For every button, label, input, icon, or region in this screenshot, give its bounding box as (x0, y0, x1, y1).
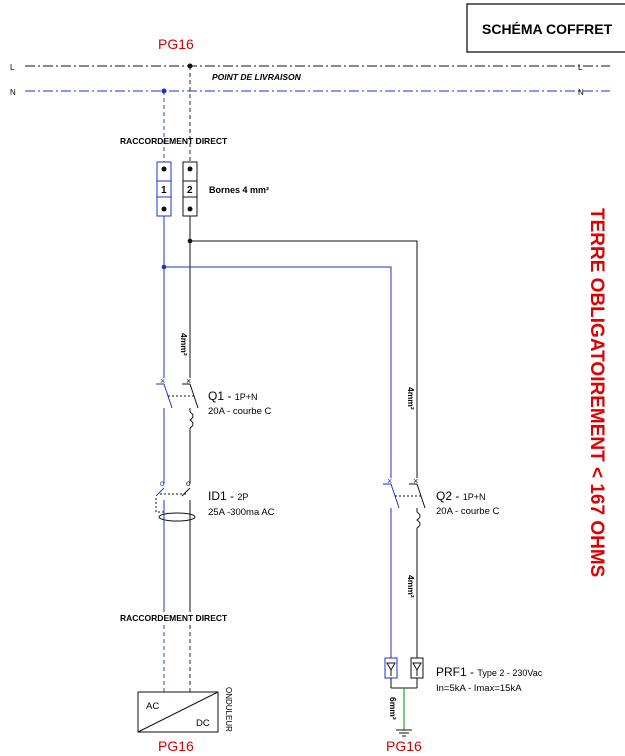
q1-name: Q1 - 1P+N (208, 389, 257, 403)
cable-earth-label: 6mm² (388, 697, 398, 720)
svg-text:×: × (186, 376, 191, 386)
terminal-1-screw-top (161, 166, 167, 172)
prf1-name: PRF1 - Type 2 - 230Vac (436, 665, 543, 679)
svg-text:o: o (160, 479, 165, 488)
onduleur-label: ONDULEUR (224, 687, 233, 732)
id1-differential-symbol: o o (155, 470, 196, 536)
line-n-label: N (10, 88, 16, 97)
title-box (466, 3, 625, 53)
phase-branch-wire (190, 240, 418, 478)
line-l-right-label: L (578, 63, 583, 72)
onduleur-ac-label: AC (146, 701, 159, 712)
svg-text:×: × (387, 476, 392, 486)
cable-2-label: 4mm² (406, 387, 416, 410)
terminal-1-screw-bottom (161, 206, 167, 212)
id1-name: ID1 - 2P (208, 489, 248, 503)
prf1-rating: In=5kA - Imax=15kA (436, 683, 522, 694)
q2-name: Q2 - 1P+N (436, 489, 485, 503)
cable-3-label: 4mm² (406, 575, 416, 598)
bornes-label: Bornes 4 mm² (209, 185, 269, 195)
cable-1-label: 4mm² (179, 333, 189, 356)
terminal-1-label: 1 (161, 185, 167, 196)
svg-text:o: o (186, 479, 191, 488)
terminal-2-screw-top (187, 166, 193, 172)
line-n-right-label: N (578, 88, 584, 97)
q1-breaker-symbol: × × (156, 376, 199, 470)
page-title: SCHÉMA COFFRET (482, 21, 613, 37)
neutral-branch-wire (164, 266, 392, 478)
q2-rating: 20A - courbe C (436, 506, 500, 517)
svg-text:×: × (160, 376, 165, 386)
earth-ground-icon (396, 729, 412, 737)
q1-rating: 20A - courbe C (208, 406, 272, 417)
prf1-surge-symbol (384, 657, 424, 689)
pg16-bottom-left-label: PG16 (158, 738, 194, 754)
terminal-2-label: 2 (187, 185, 193, 196)
pg16-bottom-right-label: PG16 (386, 738, 422, 754)
terminal-2-screw-bottom (187, 206, 193, 212)
q2-breaker-symbol: × × (383, 476, 426, 660)
pg16-top-label: PG16 (158, 36, 194, 52)
raccordement-bottom-label: RACCORDEMENT DIRECT (120, 613, 228, 623)
point-livraison-label: POINT DE LIVRAISON (212, 72, 302, 82)
onduleur-dc-label: DC (196, 718, 210, 729)
terre-warning: TERRE OBLIGATOIREMENT < 167 OHMS (586, 208, 607, 577)
id1-rating: 25A -300ma AC (208, 507, 275, 518)
line-l-label: L (10, 63, 15, 72)
svg-text:×: × (413, 476, 418, 486)
raccordement-top-label: RACCORDEMENT DIRECT (120, 136, 228, 146)
